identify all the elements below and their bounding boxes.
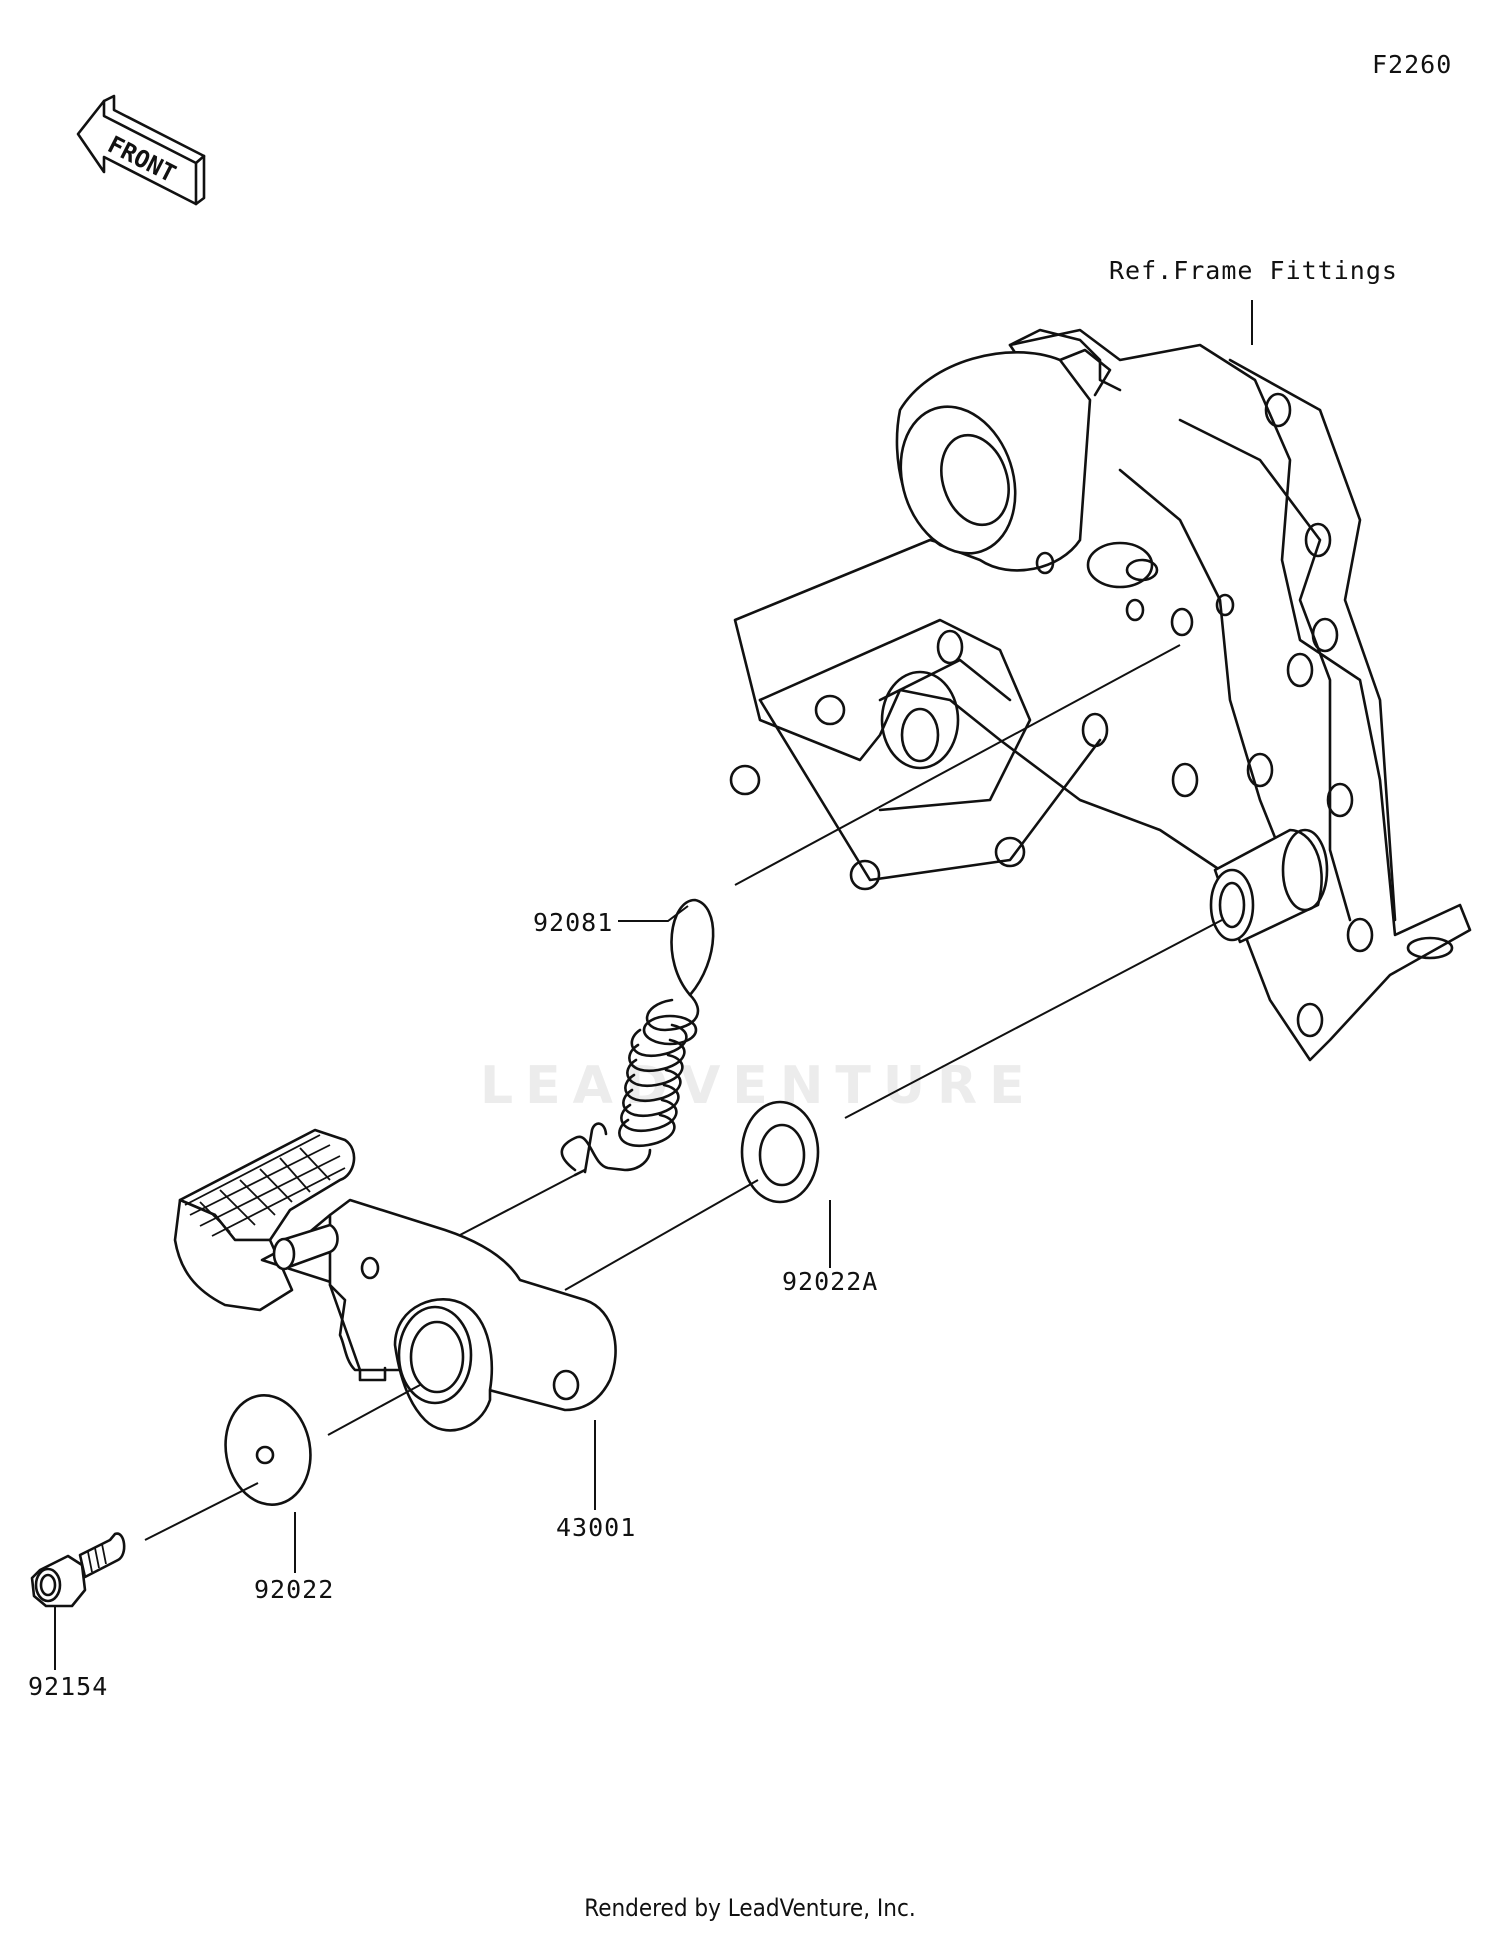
part-number-92022: 92022: [254, 1575, 335, 1604]
washer-92022-drawing: [224, 1394, 312, 1506]
part-number-43001: 43001: [556, 1513, 637, 1542]
brake-pedal-drawing: [173, 1128, 617, 1432]
assembly-lines: [54, 300, 1253, 1670]
frame-fitting-drawing: [729, 328, 1472, 1062]
part-number-92081: 92081: [533, 908, 614, 937]
part-number-92022a: 92022A: [782, 1267, 879, 1296]
spring-drawing: [560, 898, 715, 1177]
front-arrow-icon: FRONT: [76, 94, 206, 206]
washer-92022a-drawing: [740, 1100, 820, 1204]
diagram-code: F2260: [1372, 50, 1453, 79]
part-number-92154: 92154: [28, 1672, 109, 1701]
bolt-92154-drawing: [30, 1532, 126, 1608]
watermark: LEADVENTURE: [480, 1056, 1037, 1116]
reference-note: Ref.Frame Fittings: [1109, 256, 1398, 285]
footer-credit: Rendered by LeadVenture, Inc.: [584, 1894, 916, 1922]
